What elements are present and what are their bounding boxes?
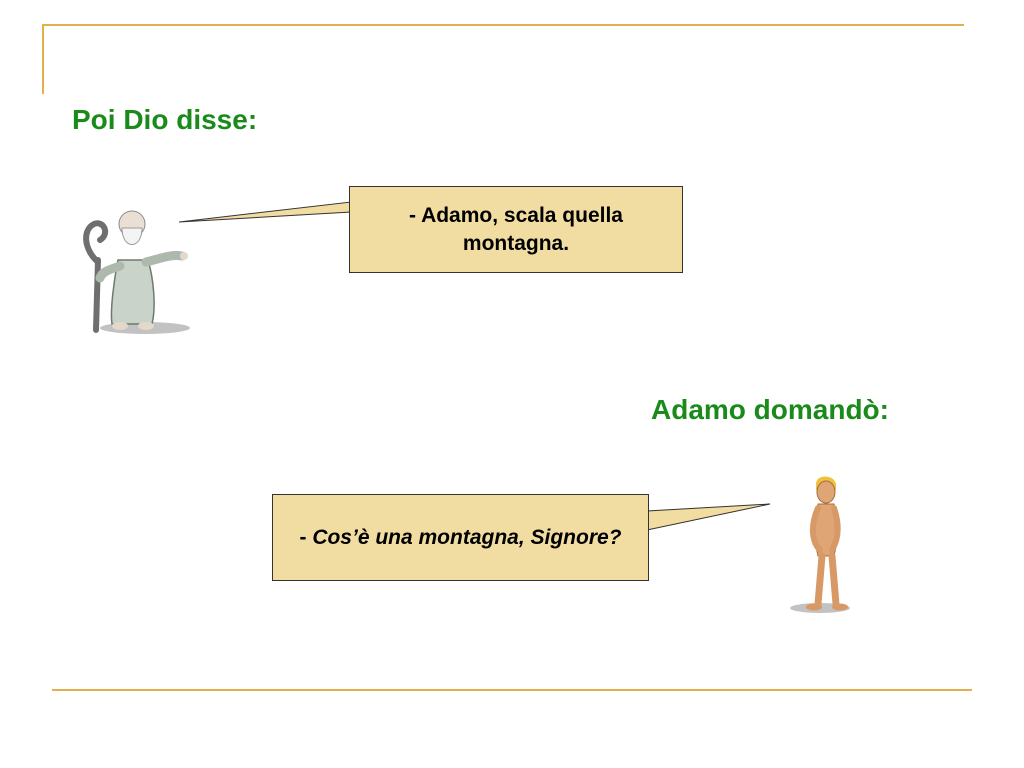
adam-bubble-tail xyxy=(646,503,771,531)
god-speech-bubble: - Adamo, scala quella montagna. xyxy=(349,186,683,273)
god-speech-text: - Adamo, scala quella montagna. xyxy=(409,203,623,255)
heading-adam-asked: Adamo domandò: xyxy=(651,394,889,425)
god-bubble-tail xyxy=(178,201,352,223)
frame-top-line xyxy=(42,24,964,26)
naked-man-figure xyxy=(790,476,850,613)
old-man-with-staff-figure xyxy=(83,210,190,334)
adam-speech-text: Cos’è una montagna, Signore? xyxy=(312,525,622,549)
frame-left-line xyxy=(42,24,44,94)
adam-speech-bubble: - Cos’è una montagna, Signore? xyxy=(272,494,649,581)
frame-bottom-line xyxy=(52,689,972,691)
heading-god-said: Poi Dio disse: xyxy=(72,104,258,135)
adam-speech-dash: - xyxy=(299,525,313,549)
